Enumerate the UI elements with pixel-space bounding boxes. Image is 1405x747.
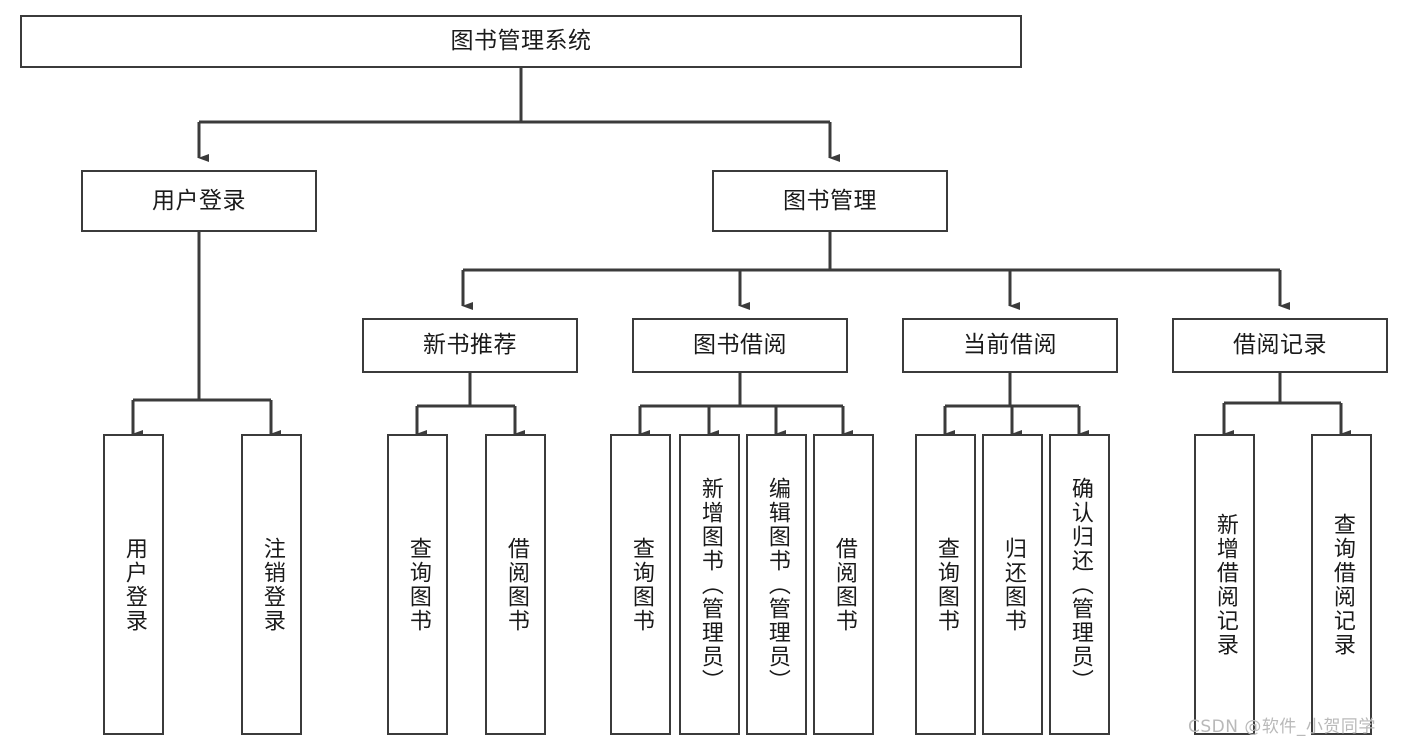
node-label: 注销登录 xyxy=(259,536,285,633)
node-label: 新增图书（管理员） xyxy=(697,476,723,693)
node-book-borrow[interactable]: 图书借阅 xyxy=(632,318,848,373)
node-label: 图书借阅 xyxy=(693,332,787,359)
node-label: 借阅图书 xyxy=(831,536,857,633)
node-user-login[interactable]: 用户登录 xyxy=(81,170,317,232)
node-label: 图书管理系统 xyxy=(450,28,592,55)
node-root-system[interactable]: 图书管理系统 xyxy=(20,15,1022,68)
node-label: 查询图书 xyxy=(405,536,431,633)
leaf-user-login[interactable]: 用户登录 xyxy=(103,434,164,735)
leaf-query-book-current[interactable]: 查询图书 xyxy=(915,434,976,735)
node-label: 查询图书 xyxy=(628,536,654,633)
leaf-query-book-borrow[interactable]: 查询图书 xyxy=(610,434,671,735)
node-label: 归还图书 xyxy=(1000,536,1026,633)
leaf-query-book-recommend[interactable]: 查询图书 xyxy=(387,434,448,735)
node-label: 借阅记录 xyxy=(1233,332,1327,359)
node-label: 查询借阅记录 xyxy=(1329,512,1355,657)
node-new-book-recommend[interactable]: 新书推荐 xyxy=(362,318,578,373)
leaf-edit-book-admin[interactable]: 编辑图书（管理员） xyxy=(746,434,807,735)
node-label: 当前借阅 xyxy=(963,332,1057,359)
csdn-watermark: CSDN @软件_小贺同学 xyxy=(1188,717,1376,737)
node-label: 借阅图书 xyxy=(503,536,529,633)
node-book-management[interactable]: 图书管理 xyxy=(712,170,948,232)
node-label: 查询图书 xyxy=(933,536,959,633)
node-label: 用户登录 xyxy=(152,187,246,214)
node-label: 用户登录 xyxy=(121,536,147,633)
node-current-borrow[interactable]: 当前借阅 xyxy=(902,318,1118,373)
node-label: 编辑图书（管理员） xyxy=(764,476,790,693)
node-label: 确认归还（管理员） xyxy=(1067,476,1093,693)
leaf-user-logout[interactable]: 注销登录 xyxy=(241,434,302,735)
leaf-borrow-book[interactable]: 借阅图书 xyxy=(813,434,874,735)
leaf-query-borrow-record[interactable]: 查询借阅记录 xyxy=(1311,434,1372,735)
leaf-add-borrow-record[interactable]: 新增借阅记录 xyxy=(1194,434,1255,735)
node-label: 图书管理 xyxy=(783,187,877,214)
node-label: 新增借阅记录 xyxy=(1212,512,1238,657)
leaf-confirm-return-admin[interactable]: 确认归还（管理员） xyxy=(1049,434,1110,735)
leaf-borrow-book-recommend[interactable]: 借阅图书 xyxy=(485,434,546,735)
leaf-add-book-admin[interactable]: 新增图书（管理员） xyxy=(679,434,740,735)
node-borrow-record[interactable]: 借阅记录 xyxy=(1172,318,1388,373)
leaf-return-book[interactable]: 归还图书 xyxy=(982,434,1043,735)
node-label: 新书推荐 xyxy=(423,332,517,359)
